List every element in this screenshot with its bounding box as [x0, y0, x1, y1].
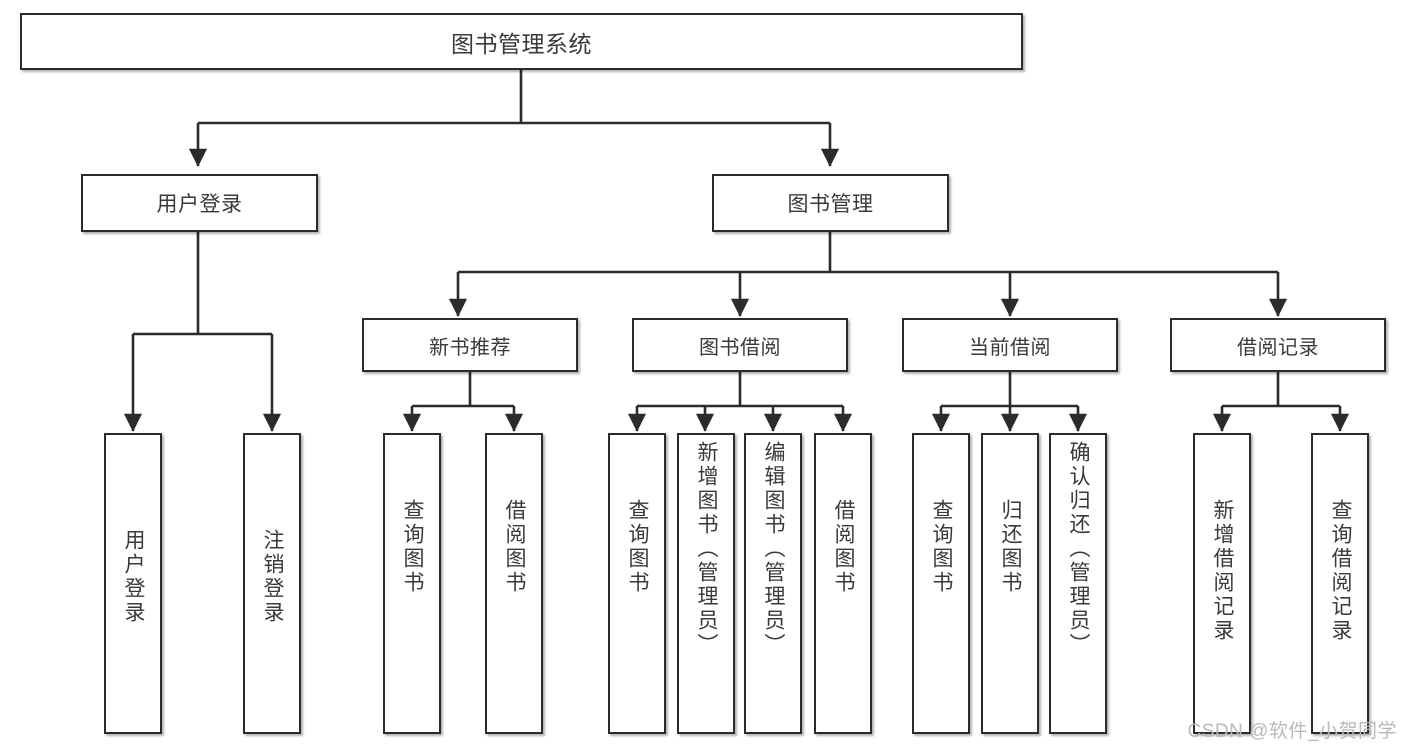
node-leaf-query-book-2[interactable]: 查询图书	[608, 433, 666, 734]
node-leaf-return-book[interactable]: 归还图书	[981, 433, 1039, 734]
node-leaf-query-book-1[interactable]: 查询图书	[383, 433, 441, 734]
node-leaf-query-book-3-label: 查询图书	[930, 499, 954, 595]
node-leaf-edit-book[interactable]: 编辑图书（管理员）	[744, 433, 802, 734]
node-borrow-record-label: 借阅记录	[1237, 336, 1319, 359]
node-new-book-recommend[interactable]: 新书推荐	[362, 318, 578, 372]
node-current-borrow-label: 当前借阅	[969, 336, 1051, 359]
node-new-book-recommend-label: 新书推荐	[429, 336, 511, 359]
node-leaf-query-book-3[interactable]: 查询图书	[912, 433, 970, 734]
node-leaf-borrow-book-2-label: 借阅图书	[832, 499, 856, 595]
node-current-borrow[interactable]: 当前借阅	[902, 318, 1118, 372]
node-leaf-borrow-book-1[interactable]: 借阅图书	[485, 433, 543, 734]
node-leaf-add-record[interactable]: 新增借阅记录	[1193, 433, 1251, 734]
node-leaf-return-book-label: 归还图书	[999, 499, 1023, 595]
node-leaf-confirm-return-label: 确认归还（管理员）	[1067, 441, 1091, 657]
node-leaf-add-book-label: 新增图书（管理员）	[695, 441, 719, 657]
node-leaf-edit-book-label: 编辑图书（管理员）	[762, 441, 786, 657]
node-leaf-confirm-return[interactable]: 确认归还（管理员）	[1049, 433, 1107, 734]
node-root-label: 图书管理系统	[451, 30, 592, 57]
node-leaf-logout-login[interactable]: 注销登录	[243, 433, 301, 734]
node-root[interactable]: 图书管理系统	[20, 13, 1023, 70]
node-leaf-user-login[interactable]: 用户登录	[104, 433, 162, 734]
node-leaf-query-record-label: 查询借阅记录	[1329, 499, 1353, 643]
node-leaf-query-book-2-label: 查询图书	[626, 499, 650, 595]
node-user-login-label: 用户登录	[156, 193, 243, 216]
node-book-borrow-label: 图书借阅	[699, 336, 781, 359]
node-leaf-add-book[interactable]: 新增图书（管理员）	[677, 433, 735, 734]
node-leaf-borrow-book-1-label: 借阅图书	[503, 499, 527, 595]
node-book-management-label: 图书管理	[787, 193, 874, 216]
node-leaf-user-login-label: 用户登录	[122, 529, 146, 625]
watermark: CSDN @软件_小贺同学	[1187, 721, 1397, 742]
node-book-management[interactable]: 图书管理	[712, 174, 949, 232]
node-borrow-record[interactable]: 借阅记录	[1170, 318, 1386, 372]
node-leaf-query-book-1-label: 查询图书	[401, 499, 425, 595]
node-leaf-logout-login-label: 注销登录	[261, 529, 285, 625]
node-book-borrow[interactable]: 图书借阅	[632, 318, 848, 372]
node-leaf-add-record-label: 新增借阅记录	[1211, 499, 1235, 643]
node-user-login[interactable]: 用户登录	[81, 174, 318, 232]
node-leaf-borrow-book-2[interactable]: 借阅图书	[814, 433, 872, 734]
node-leaf-query-record[interactable]: 查询借阅记录	[1311, 433, 1369, 734]
